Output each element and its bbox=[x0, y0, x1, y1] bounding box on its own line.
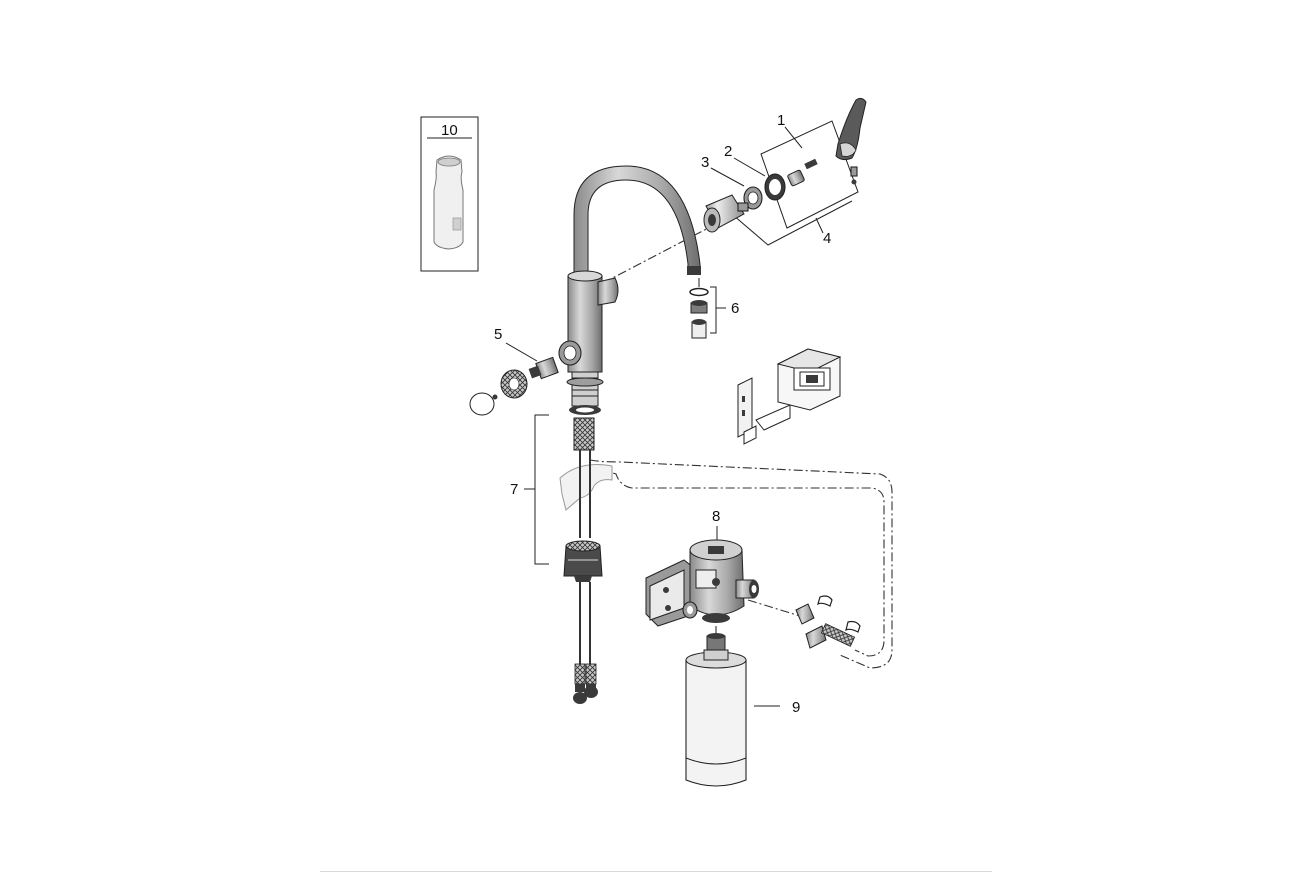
lever-handle bbox=[835, 97, 867, 185]
spare-cartridge-part-10 bbox=[433, 155, 464, 250]
callout-9: 9 bbox=[792, 699, 800, 716]
filter-head-part-8 bbox=[645, 526, 861, 649]
aerator-part-6 bbox=[689, 286, 726, 339]
battery-box bbox=[737, 348, 842, 445]
inset-box-part-10 bbox=[420, 116, 479, 272]
callout-2: 2 bbox=[724, 143, 732, 160]
callout-4: 4 bbox=[823, 230, 831, 247]
callout-1: 1 bbox=[777, 112, 785, 129]
hose-connectors bbox=[795, 595, 861, 649]
callout-7: 7 bbox=[510, 481, 518, 498]
bottom-divider bbox=[320, 871, 992, 872]
callout-10: 10 bbox=[441, 122, 458, 139]
callout-8: 8 bbox=[712, 508, 720, 525]
callout-6: 6 bbox=[731, 300, 739, 317]
filter-cartridge-part-9 bbox=[685, 633, 780, 787]
callout-labels: 1 2 3 4 5 6 7 8 9 10 bbox=[441, 112, 831, 716]
cartridge-part-4 bbox=[703, 194, 749, 233]
callout-5: 5 bbox=[494, 326, 502, 343]
threaded-shank bbox=[566, 371, 604, 407]
callout-3: 3 bbox=[701, 154, 709, 171]
mounting-nut bbox=[563, 540, 603, 582]
adapter-screw bbox=[787, 158, 818, 187]
faucet-body bbox=[558, 165, 701, 415]
cover-ring-part-2 bbox=[764, 173, 786, 201]
handle-assembly bbox=[703, 97, 867, 246]
mounting-kit-part-7 bbox=[524, 414, 613, 704]
side-valve-part-5 bbox=[469, 342, 559, 416]
